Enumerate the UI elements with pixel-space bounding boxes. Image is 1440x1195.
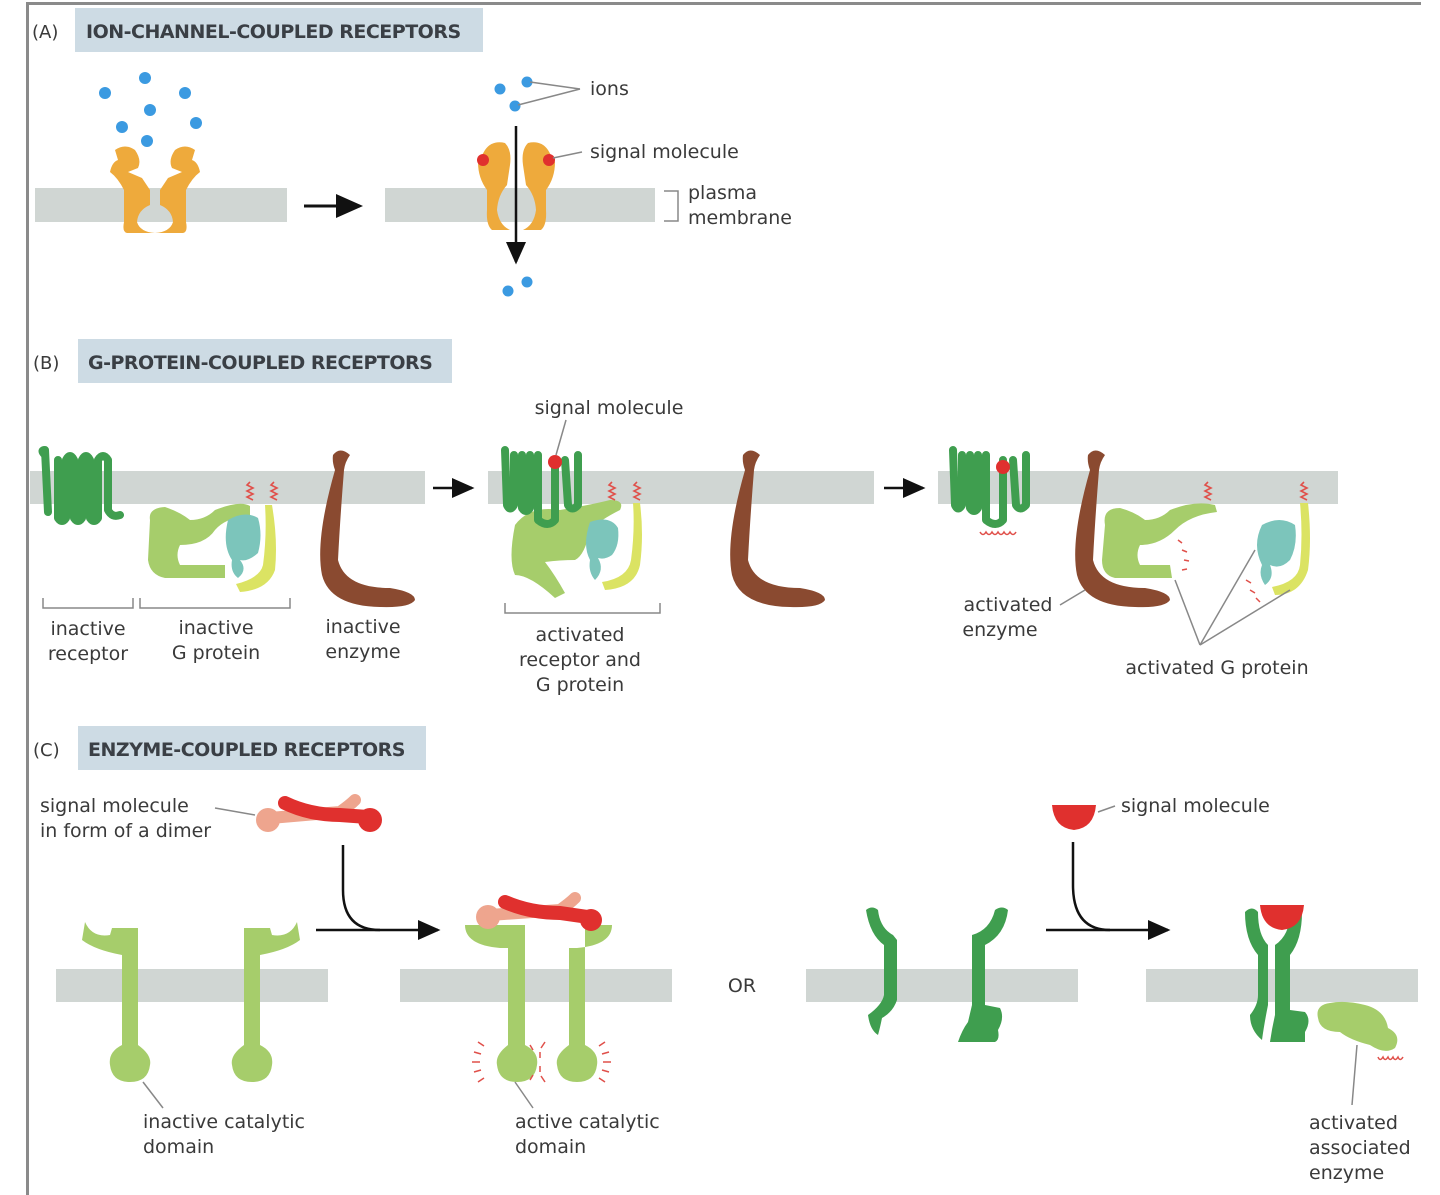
label-signal-molecule-b: signal molecule (535, 397, 684, 419)
membrane (488, 471, 874, 504)
ions-group (494, 76, 533, 297)
leader-line (214, 807, 256, 816)
label-inactive-catalytic-1: inactive catalytic (143, 1111, 305, 1133)
leader-line (514, 1081, 534, 1109)
panel-a-tag: (A) (32, 22, 58, 43)
panel-a-header-bg (75, 8, 483, 52)
panel-b-title: G-PROTEIN-COUPLED RECEPTORS (88, 352, 432, 374)
label-activated-assoc-1: activated (1309, 1112, 1398, 1134)
label-activated-assoc-3: enzyme (1309, 1162, 1384, 1183)
label-plasma: plasma (688, 182, 757, 204)
panel-b-header-bg (78, 339, 452, 383)
inactive-enzyme (730, 450, 825, 608)
label-activated-rg-2: receptor and (519, 649, 641, 671)
label-activated-assoc-2: associated (1309, 1137, 1411, 1159)
activation-marks (472, 1041, 611, 1083)
leader-lines (517, 81, 679, 222)
label-signal-molecule: signal molecule (590, 141, 739, 163)
membrane (400, 969, 672, 1002)
membrane (56, 969, 328, 1002)
activated-g-alpha (1102, 503, 1217, 578)
label-activated-g-protein: activated G protein (1125, 657, 1308, 679)
ion (139, 72, 151, 84)
signal-molecule-dot (543, 154, 555, 166)
membrane (806, 969, 1078, 1002)
brackets (42, 598, 661, 614)
panel-b-tag: (B) (33, 353, 59, 374)
activated-receptor-g-protein (501, 446, 642, 598)
inactive-dimeric-receptor (866, 907, 1008, 1042)
panel-a: (A) ION-CHANNEL-COUPLED RECEPTORS (32, 8, 792, 297)
label-dimer-2: in form of a dimer (40, 820, 211, 842)
ion (521, 76, 533, 88)
closed-ion-channel (110, 146, 200, 233)
activated-g-beta (1257, 520, 1296, 585)
label-inactive-enzyme-2: enzyme (325, 641, 400, 663)
label-dimer-1: signal molecule (40, 795, 189, 817)
activation-marks (1377, 1055, 1404, 1061)
label-inactive-catalytic-2: domain (143, 1136, 214, 1158)
label-ions: ions (590, 78, 629, 100)
label-inactive-receptor-1: inactive (50, 618, 125, 640)
activated-receptor (949, 446, 1030, 536)
dimer-signal-molecule (256, 794, 382, 832)
ion (99, 87, 111, 99)
inactive-receptor (38, 446, 124, 525)
ion (179, 87, 191, 99)
label-activated-rg-3: G protein (536, 674, 624, 696)
signal-molecule-dot (477, 154, 489, 166)
inactive-g-protein (148, 481, 279, 592)
activated-dimeric-receptor (1245, 908, 1309, 1042)
associated-enzyme (1317, 1001, 1398, 1051)
panel-b: (B) G-PROTEIN-COUPLED RECEPTORS inactive… (30, 339, 1338, 696)
label-inactive-receptor-2: receptor (48, 643, 128, 665)
signal-molecule-dot (996, 460, 1010, 474)
label-activated-enzyme-1: activated (964, 594, 1053, 616)
dimer-bound (476, 892, 602, 931)
activated-g-gamma (1272, 503, 1310, 595)
label-or: OR (728, 975, 756, 997)
signal-molecule-dot (548, 455, 562, 469)
label-inactive-g-2: G protein (172, 642, 260, 664)
ion (141, 135, 153, 147)
ion (190, 117, 202, 129)
signal-molecule-cup (1052, 805, 1096, 830)
active-enzyme-receptor (465, 925, 612, 1082)
inactive-enzyme (320, 450, 415, 608)
inactive-enzyme-receptor (82, 922, 300, 1082)
membrane (385, 188, 655, 222)
label-inactive-enzyme-1: inactive (325, 616, 400, 638)
panel-c: (C) ENZYME-COUPLED RECEPTORS signal mole… (33, 726, 1418, 1183)
bound-signal-molecule (1260, 905, 1304, 930)
ion (116, 121, 128, 133)
label-activated-enzyme-2: enzyme (962, 619, 1037, 641)
label-active-catalytic-2: domain (515, 1136, 586, 1158)
leader-line (555, 419, 567, 456)
ion (502, 285, 514, 297)
label-membrane: membrane (688, 207, 792, 229)
panel-c-tag: (C) (33, 740, 60, 761)
leader-line (142, 1081, 164, 1109)
label-active-catalytic-1: active catalytic (515, 1111, 660, 1133)
panel-a-title: ION-CHANNEL-COUPLED RECEPTORS (86, 21, 461, 43)
ion (521, 276, 533, 288)
leader-lines (1059, 549, 1291, 646)
binding-arrow (1071, 842, 1171, 940)
ion (144, 104, 156, 116)
label-inactive-g-1: inactive (178, 617, 253, 639)
panel-c-header-bg (78, 726, 426, 770)
figure-frame (26, 2, 1421, 1195)
label-activated-rg-1: activated (536, 624, 625, 646)
binding-arrow (341, 845, 441, 940)
ion (494, 83, 506, 95)
activated-enzyme (1075, 450, 1170, 608)
leader-line (1097, 805, 1116, 813)
leader-line (1351, 1044, 1358, 1106)
panel-c-title: ENZYME-COUPLED RECEPTORS (88, 739, 405, 761)
label-signal-molecule-c: signal molecule (1121, 795, 1270, 817)
ions-group (99, 72, 202, 147)
membrane (938, 471, 1338, 504)
ion (509, 100, 521, 112)
